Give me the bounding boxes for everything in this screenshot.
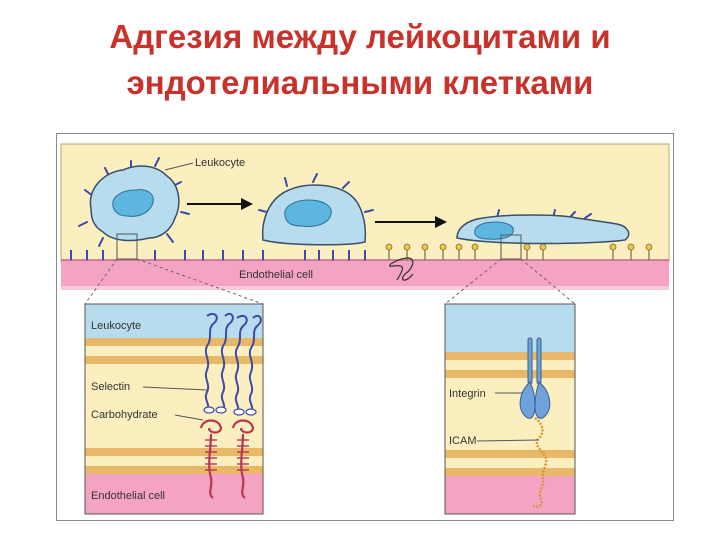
left-inset-endo-membrane-3 <box>85 466 263 474</box>
carbohydrate-leader <box>174 414 204 421</box>
right-inset-border <box>444 303 576 515</box>
left-inset-membrane-1 <box>85 338 263 346</box>
right-inset-membrane-1 <box>445 352 575 360</box>
left-inset-endothelium <box>85 474 263 514</box>
leukocyte-rolling-nucleus <box>112 189 154 217</box>
right-inset-endo-membrane-1 <box>445 450 575 458</box>
arrow-activation-to-arrest <box>375 216 447 228</box>
inset-endothelial-label: Endothelial cell <box>91 490 165 502</box>
left-inset-endo-membrane-2 <box>85 456 263 466</box>
endothelial-ligands <box>385 243 653 260</box>
adhesion-diagram: Leukocyte <box>60 143 670 515</box>
leukocyte-activated-nucleus <box>284 199 332 227</box>
right-inset-endo-membrane-2 <box>445 458 575 468</box>
right-inset: Integrin ICAM <box>444 303 576 515</box>
inset-carbohydrate-label: Carbohydrate <box>91 409 158 421</box>
leukocyte-adherent <box>456 209 630 260</box>
right-inset-plasma <box>445 378 575 450</box>
top-panel: Leukocyte <box>60 143 670 290</box>
left-inset-border <box>84 303 264 515</box>
endothelium-layer <box>61 260 669 286</box>
endothelial-spikes <box>70 250 366 260</box>
left-inset: Leukocyte Selectin Carbohydrate Endothel… <box>84 303 264 515</box>
left-inset-membrane-3 <box>85 356 263 364</box>
selectin-leader <box>142 386 208 391</box>
slide-title-line-1: Адгезия между лейкоцитами и <box>109 18 611 55</box>
endothelial-wave <box>388 257 414 281</box>
adhesion-figure: Leukocyte <box>56 133 674 521</box>
carbohydrate-ticks <box>205 439 249 471</box>
right-inset-membrane-2 <box>445 360 575 370</box>
left-inset-plasma <box>85 364 263 448</box>
right-inset-marker <box>500 234 522 260</box>
right-inset-endothelium <box>445 476 575 514</box>
carbohydrate-molecules <box>199 419 255 499</box>
left-inset-membrane-2 <box>85 346 263 356</box>
left-inset-marker <box>116 233 138 260</box>
selectin-molecules <box>204 312 262 413</box>
inset-projection-lines <box>84 258 576 305</box>
leukocyte-activated <box>258 173 374 246</box>
inset-selectin-label: Selectin <box>91 381 130 393</box>
top-endothelial-label: Endothelial cell <box>239 269 313 281</box>
right-inset-membrane-3 <box>445 370 575 378</box>
slide-title: Адгезия между лейкоцитами и эндотелиальн… <box>0 14 720 106</box>
integrin-molecule <box>519 337 551 419</box>
endothelium-basal <box>61 286 669 290</box>
right-inset-leukocyte <box>445 304 575 352</box>
left-inset-endo-membrane-1 <box>85 448 263 456</box>
right-inset-endo-membrane-3 <box>445 468 575 476</box>
selectin-heads <box>203 406 257 416</box>
icam-molecule <box>532 417 548 508</box>
icam-leader <box>476 439 540 442</box>
top-leukocyte-leader <box>164 162 194 171</box>
left-inset-leukocyte <box>85 304 263 338</box>
slide-title-line-2: эндотелиальными клетками <box>126 64 594 101</box>
leukocyte-rolling: Leukocyte <box>78 157 245 260</box>
inset-integrin-label: Integrin <box>449 388 486 400</box>
inset-leukocyte-label: Leukocyte <box>91 320 141 332</box>
leukocyte-adherent-nucleus <box>474 221 514 240</box>
top-leukocyte-label: Leukocyte <box>195 157 245 169</box>
arrow-rolling-to-activation <box>187 198 253 210</box>
inset-icam-label: ICAM <box>449 435 477 447</box>
